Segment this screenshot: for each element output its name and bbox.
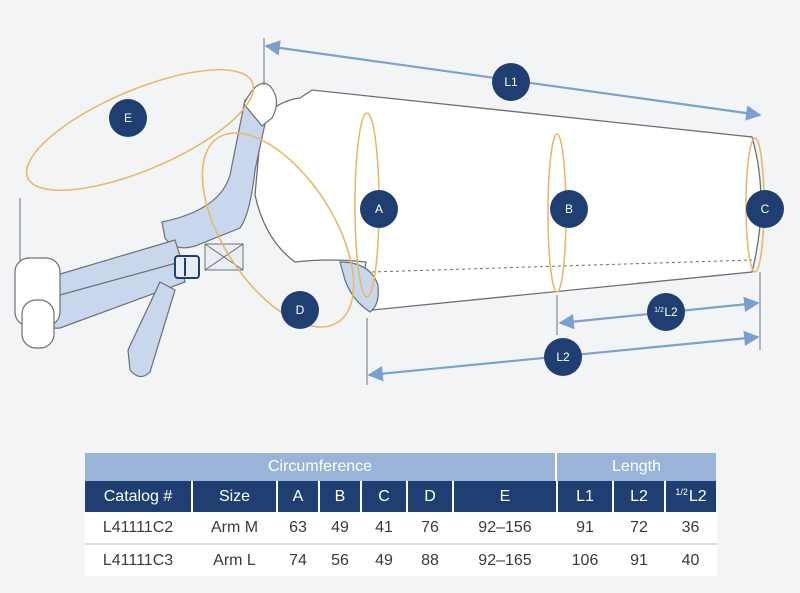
label-c: C <box>746 190 784 228</box>
cell-l1: 106 <box>557 544 614 576</box>
svg-text:1/2: 1/2 <box>654 307 664 314</box>
cell-b: 56 <box>319 544 362 576</box>
cell-size: Arm L <box>192 544 278 576</box>
hanging-strap <box>127 281 176 378</box>
cell-c: 41 <box>361 512 408 545</box>
label-e: E <box>109 99 147 137</box>
cell-d: 88 <box>407 544 454 576</box>
cell-l1: 91 <box>557 512 614 545</box>
svg-text:L2: L2 <box>556 350 570 364</box>
cell-d: 76 <box>407 512 454 545</box>
cell-half-l2: 40 <box>665 544 717 576</box>
arm-sling-diagram: E L1 A B C D 1/2 L2 L2 <box>14 38 784 385</box>
col-a: A <box>277 481 320 512</box>
label-d: D <box>281 291 319 329</box>
cell-e: 92–156 <box>453 512 558 545</box>
col-d: D <box>407 481 454 512</box>
svg-text:A: A <box>375 202 383 216</box>
col-c: C <box>361 481 408 512</box>
circumference-d-ellipse <box>201 132 355 328</box>
col-catalog: Catalog # <box>85 481 193 512</box>
label-l1: L1 <box>492 63 530 101</box>
table-group-header: Circumference Length <box>85 453 716 481</box>
svg-text:E: E <box>124 111 132 125</box>
col-l1: L1 <box>557 481 614 512</box>
length-header: Length <box>557 453 716 481</box>
circumference-e-ellipse <box>25 68 255 192</box>
cell-size: Arm M <box>192 512 278 545</box>
cell-l2: 91 <box>613 544 666 576</box>
svg-text:L2: L2 <box>664 305 678 319</box>
strap-end-cap <box>21 299 55 349</box>
cell-e: 92–165 <box>453 544 558 576</box>
cell-l2: 72 <box>613 512 666 545</box>
extension-lines <box>19 38 761 385</box>
label-half-l2: 1/2 L2 <box>647 293 685 331</box>
shoulder-strap <box>161 97 269 249</box>
sleeve-body <box>254 89 762 311</box>
col-e: E <box>453 481 558 512</box>
col-l2: L2 <box>613 481 666 512</box>
svg-text:B: B <box>565 202 573 216</box>
cell-catalog: L41111C3 <box>85 544 193 576</box>
col-b: B <box>319 481 362 512</box>
cell-a: 74 <box>277 544 320 576</box>
col-size: Size <box>192 481 278 512</box>
header-gap <box>555 453 557 481</box>
col-half-l2: 1/2L2 <box>665 481 716 512</box>
cell-half-l2: 36 <box>665 512 717 545</box>
table-row: L41111C2 Arm M 63 49 41 76 92–156 91 72 … <box>85 512 717 545</box>
sizing-table: Circumference Length Catalog # Size A B … <box>85 453 717 576</box>
cell-catalog: L41111C2 <box>85 512 193 545</box>
strap-buckle <box>174 255 200 279</box>
cell-a: 63 <box>277 512 320 545</box>
label-l2: L2 <box>544 338 582 376</box>
label-a: A <box>360 190 398 228</box>
svg-text:L1: L1 <box>504 75 518 89</box>
label-b: B <box>550 190 588 228</box>
circumference-header: Circumference <box>85 453 555 481</box>
col-half-label: L2 <box>688 488 707 505</box>
cell-b: 49 <box>319 512 362 545</box>
svg-text:C: C <box>761 202 770 216</box>
table-row: L41111C3 Arm L 74 56 49 88 92–165 106 91… <box>85 544 717 576</box>
table-column-header: Catalog # Size A B C D E L1 L2 1/2L2 <box>85 481 716 512</box>
cell-c: 49 <box>361 544 408 576</box>
svg-text:D: D <box>296 303 305 317</box>
col-half-sup: 1/2 <box>675 487 688 497</box>
